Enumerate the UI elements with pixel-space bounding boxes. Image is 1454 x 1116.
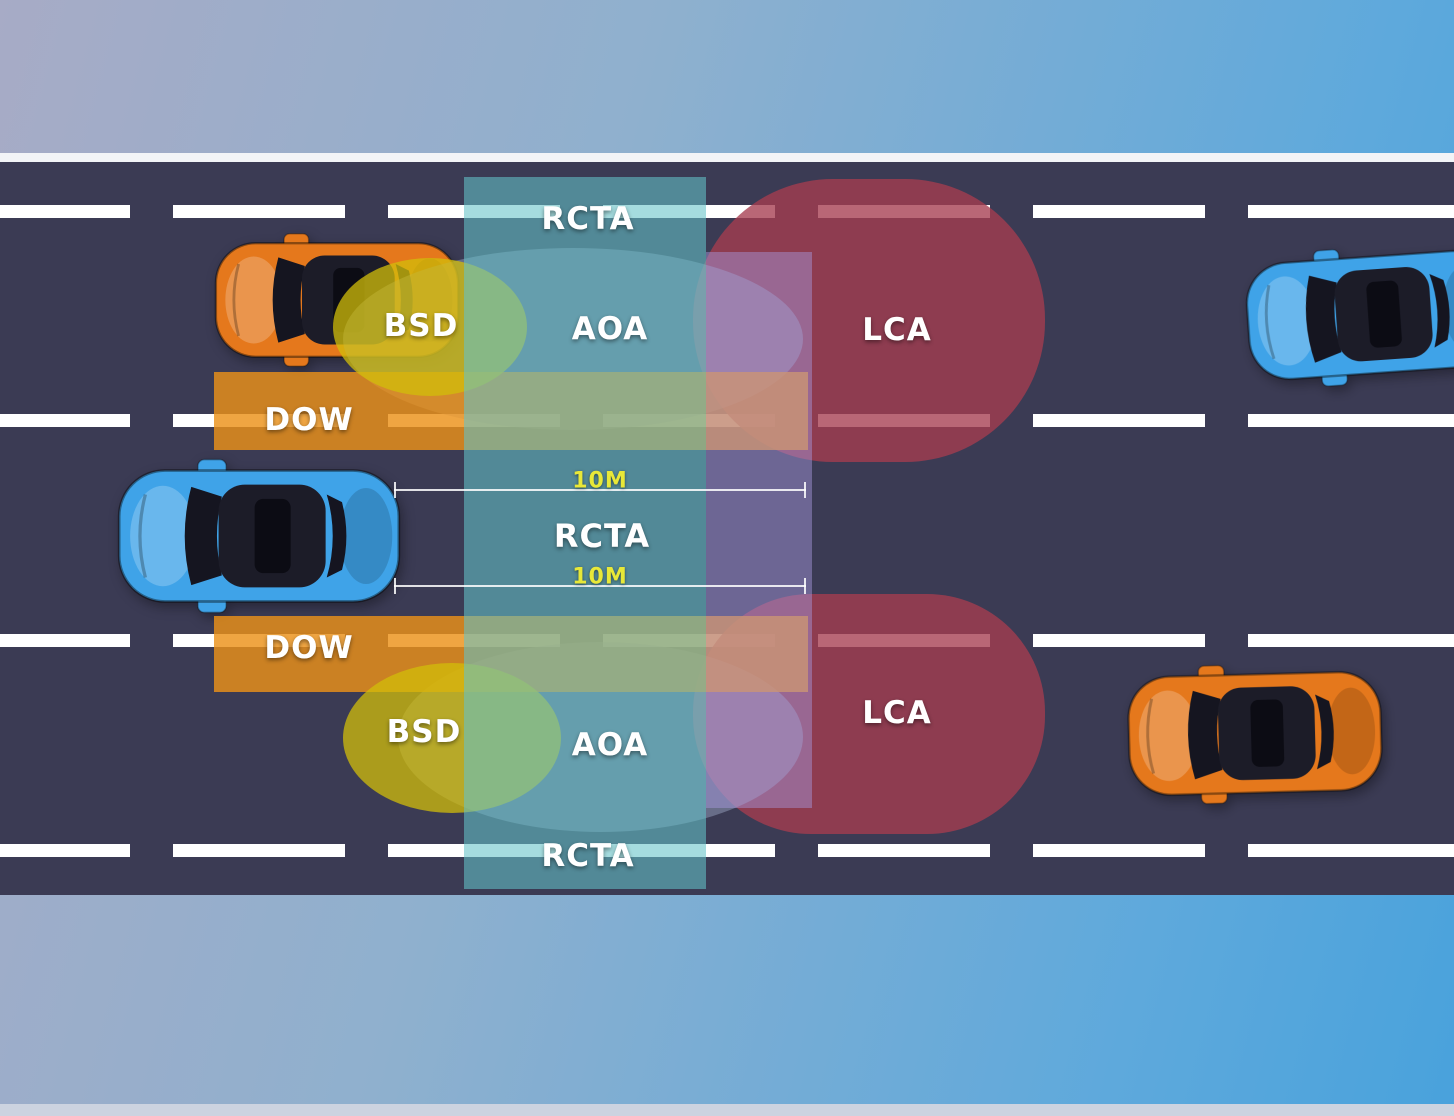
distance-bottom-label: 10M bbox=[572, 564, 628, 590]
lca-bottom-label: LCA bbox=[862, 695, 932, 731]
lane-dash-line-4 bbox=[0, 844, 1454, 857]
distance-line-bottom bbox=[394, 578, 806, 594]
dow-top-label: DOW bbox=[264, 402, 354, 438]
lane-dash-line-1 bbox=[0, 205, 1454, 218]
rcta-middle-label: RCTA bbox=[553, 517, 651, 555]
rcta-bottom-label: RCTA bbox=[541, 838, 635, 874]
bsd-bottom-label: BSD bbox=[386, 714, 462, 750]
road-edge-line bbox=[0, 153, 1454, 162]
rcta-top-label: RCTA bbox=[541, 201, 635, 237]
aoa-bottom-label: AOA bbox=[571, 727, 649, 763]
blue-ego-car bbox=[117, 458, 401, 614]
dow-bottom-label: DOW bbox=[264, 630, 354, 666]
aoa-top-label: AOA bbox=[571, 311, 649, 347]
bottom-edge-strip bbox=[0, 1104, 1454, 1116]
lca-top-label: LCA bbox=[862, 312, 932, 348]
distance-line-top bbox=[394, 482, 806, 498]
distance-top-label: 10M bbox=[572, 468, 628, 494]
rcta-vertical-band bbox=[464, 177, 706, 889]
orange-car-lower-right bbox=[1125, 659, 1385, 808]
side-sensor-overlay bbox=[706, 252, 812, 808]
blue-car-upper-right bbox=[1242, 237, 1454, 393]
bsd-top-label: BSD bbox=[383, 308, 459, 344]
